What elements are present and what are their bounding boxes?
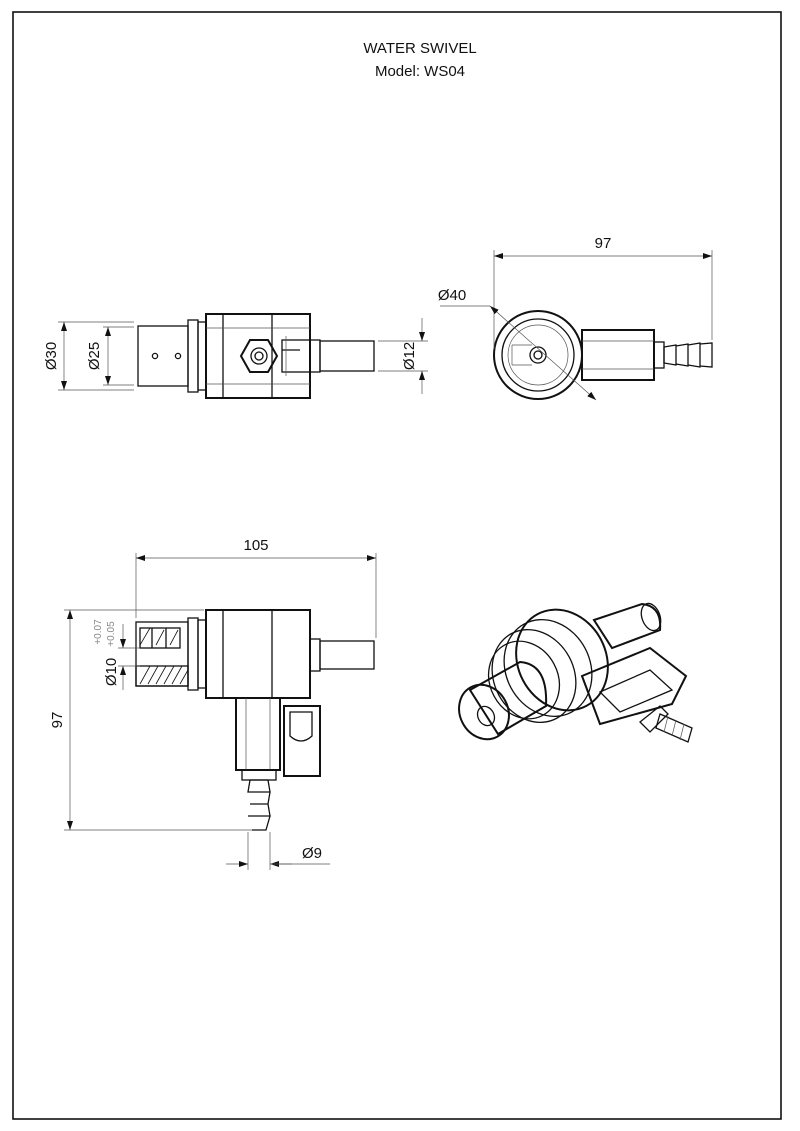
dim-105: 105 <box>243 537 268 554</box>
drawing-title: WATER SWIVEL <box>363 40 476 57</box>
dim-dia-40: Ø40 <box>438 287 466 304</box>
side-view-top <box>137 313 375 399</box>
dim-dia-25: Ø25 <box>86 342 103 370</box>
front-view <box>135 609 375 831</box>
dimension-top-left-dias: Ø30 Ø25 <box>43 321 134 391</box>
dim-97-front: 97 <box>49 712 66 729</box>
isometric-view <box>458 602 693 743</box>
dimension-shaft-dia: Ø12 <box>378 318 428 394</box>
dim-dia-9: Ø9 <box>302 845 322 862</box>
dimension-front-97: 97 <box>49 609 252 831</box>
dim-dia-10: Ø10 <box>103 658 120 686</box>
dimension-bore: Ø10 +0.07 +0.05 <box>93 619 140 690</box>
model-label: Model: WS04 <box>375 63 465 80</box>
tol-lower: +0.05 <box>106 621 117 647</box>
tol-upper: +0.07 <box>93 619 104 645</box>
dim-dia-12: Ø12 <box>401 342 418 370</box>
end-view-top <box>493 310 713 400</box>
dimension-hose-dia: Ø9 <box>226 832 330 870</box>
drawing-border <box>12 11 782 1120</box>
dimension-front-105: 105 <box>135 537 377 638</box>
dimension-top-right: 97 Ø40 <box>438 235 713 401</box>
dim-97-top: 97 <box>595 235 612 252</box>
dim-dia-30: Ø30 <box>43 342 60 370</box>
